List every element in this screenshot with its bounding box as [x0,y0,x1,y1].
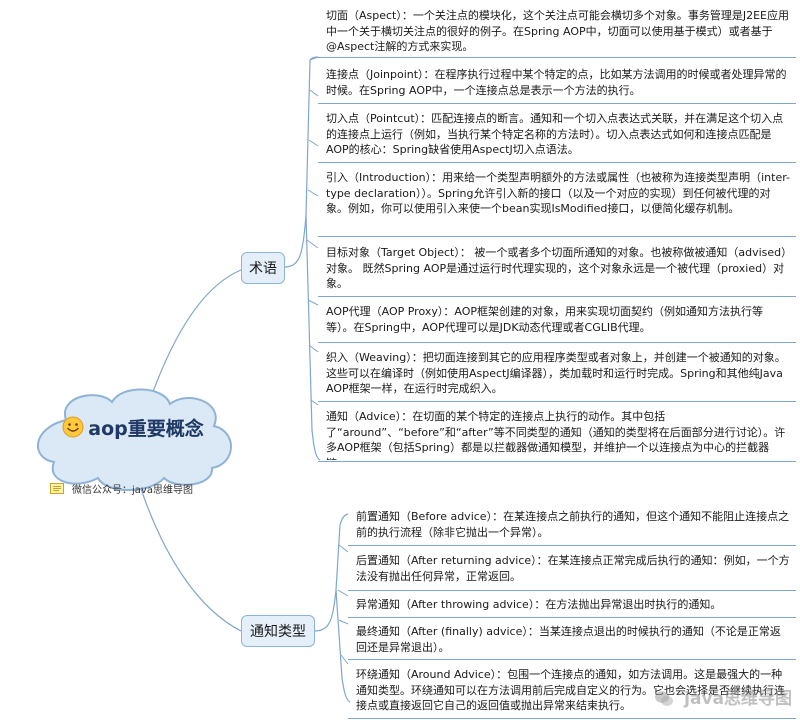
divider [318,57,796,58]
topic-joinpoint[interactable]: 连接点（Joinpoint）：在程序执行过程中某个特定的点，比如某方法调用的时候… [326,68,787,97]
divider [318,103,796,104]
topic-pointcut[interactable]: 切入点（Pointcut）：匹配连接点的断言。通知和一个切入点表达式关联，并在满… [326,112,784,156]
note-text: 微信公众号：java思维导图 [72,484,193,496]
branch-advice-types[interactable]: 通知类型 [241,615,315,647]
divider [348,718,796,719]
divider [348,659,796,660]
branch-label: 术语 [249,261,277,277]
topic-aspect[interactable]: 切面（Aspect）：一个关注点的模块化，这个关注点可能会横切多个对象。事务管理… [326,9,790,53]
divider [318,236,796,237]
root-node[interactable]: aop重要概念 [48,410,218,444]
note-icon [50,482,64,494]
advice-after-finally[interactable]: 最终通知（After (finally) advice）：当某连接点退出的时候执… [356,625,781,654]
root-note: 微信公众号：java思维导图 [50,480,193,496]
root-title: aop重要概念 [88,417,204,440]
divider [318,342,796,343]
divider [318,162,796,163]
advice-after-returning[interactable]: 后置通知（After returning advice）：在某连接点正常完成后执… [356,554,790,583]
divider [348,545,796,546]
topic-advice[interactable]: 通知（Advice）：在切面的某个特定的连接点上执行的动作。其中包括了“arou… [326,410,786,460]
smiley-icon [62,416,84,438]
advice-after-throwing[interactable]: 异常通知（After throwing advice）：在方法抛出异常退出时执行… [356,598,722,611]
advice-around[interactable]: 环绕通知（Around Advice）：包围一个连接点的通知，如方法调用。这是最… [356,668,785,712]
divider [348,617,796,618]
branch-label: 通知类型 [250,624,306,640]
topic-weaving[interactable]: 织入（Weaving）：把切面连接到其它的应用程序类型或者对象上，并创建一个被通… [326,351,786,395]
divider [318,461,796,462]
topic-introduction[interactable]: 引入（Introduction）：用来给一个类型声明额外的方法或属性（也被称为连… [326,171,791,215]
topic-aop-proxy[interactable]: AOP代理（AOP Proxy）：AOP框架创建的对象，用来实现切面契约（例如通… [326,305,763,334]
watermark-text: java思维导图 [684,689,792,709]
topic-target-object[interactable]: 目标对象（Target Object）： 被一个或者多个切面所通知的对象。也被称… [326,246,787,290]
wechat-logo-icon [655,691,674,706]
advice-before[interactable]: 前置通知（Before advice）：在某连接点之前执行的通知，但这个通知不能… [356,510,790,539]
divider [348,590,796,591]
watermark: java思维导图 [654,684,792,709]
branch-terminology[interactable]: 术语 [241,252,285,284]
divider [318,296,796,297]
root-cloud-shape [37,388,232,491]
divider [318,401,796,402]
